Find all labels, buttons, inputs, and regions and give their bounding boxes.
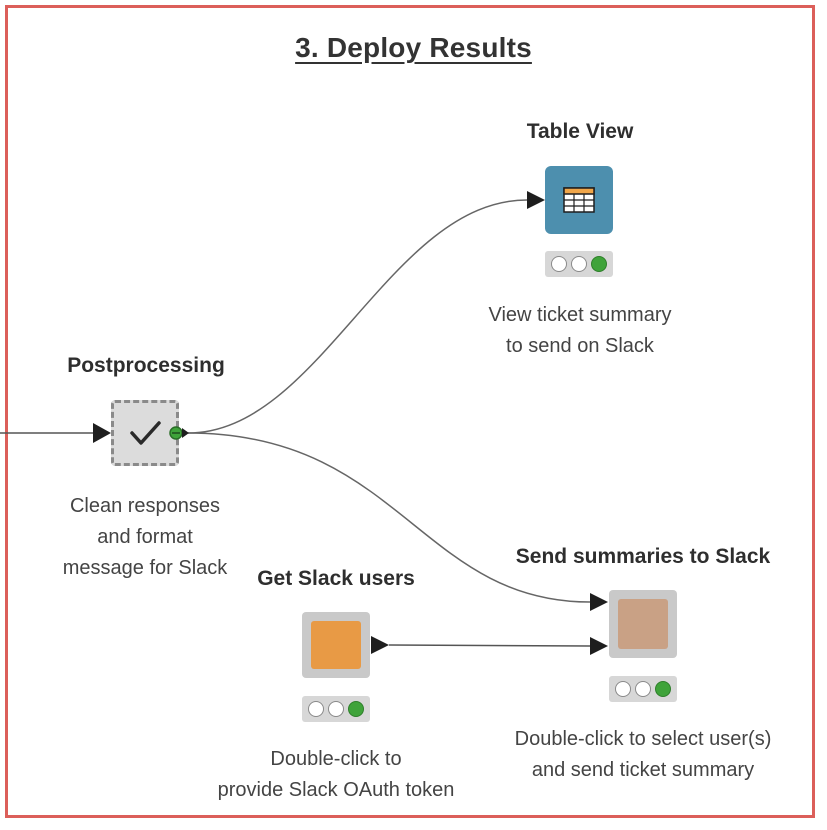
get-slack-users-title: Get Slack users: [257, 567, 415, 590]
status-light-executed: [348, 701, 364, 717]
status-light-inactive: [615, 681, 631, 697]
status-light-inactive: [571, 256, 587, 272]
description-line: Double-click to: [270, 748, 402, 770]
postprocessing-node[interactable]: [111, 400, 179, 466]
checkmark-icon: [130, 421, 161, 445]
status-light-inactive: [635, 681, 651, 697]
section-title: 3. Deploy Results: [295, 32, 532, 63]
get-slack-users-description: Double-click to provide Slack OAuth toke…: [218, 744, 455, 806]
get-slack-users-icon: [311, 621, 361, 669]
send-summaries-description: Double-click to select user(s) and send …: [515, 724, 772, 786]
description-line: and format: [97, 526, 193, 548]
postprocessing-description: Clean responses and format message for S…: [63, 491, 228, 584]
status-light-executed: [591, 256, 607, 272]
output-port-postprocessing[interactable]: [169, 425, 189, 441]
status-light-executed: [655, 681, 671, 697]
send-summaries-status: [609, 676, 677, 702]
send-summaries-icon: [618, 599, 668, 649]
status-light-inactive: [551, 256, 567, 272]
send-summaries-node[interactable]: [609, 590, 677, 658]
status-light-inactive: [308, 701, 324, 717]
description-line: Clean responses: [69, 495, 221, 517]
input-port-postprocessing[interactable]: [93, 423, 111, 443]
description-line: to send on Slack: [506, 335, 654, 357]
input-port-send-2[interactable]: [590, 637, 608, 655]
description-line: Double-click to select user(s): [514, 728, 772, 750]
table-icon: [563, 187, 595, 213]
description-line: and send ticket summary: [531, 759, 755, 781]
get-slack-users-status: [302, 696, 370, 722]
table-view-description: View ticket summary to send on Slack: [488, 300, 671, 362]
table-view-node[interactable]: [545, 166, 613, 234]
input-port-send-1[interactable]: [590, 593, 608, 611]
component-frame: [5, 5, 815, 818]
get-slack-users-node[interactable]: [302, 612, 370, 678]
description-line: provide Slack OAuth token: [217, 779, 455, 801]
description-line: message for Slack: [62, 557, 228, 579]
status-light-inactive: [328, 701, 344, 717]
output-port-get-slack-users[interactable]: [371, 636, 389, 654]
send-summaries-title: Send summaries to Slack: [515, 545, 771, 568]
description-line: View ticket summary: [488, 304, 672, 326]
table-view-title: Table View: [526, 120, 634, 143]
postprocessing-title: Postprocessing: [67, 354, 225, 377]
connection-postprocessing-send[interactable]: [187, 432, 591, 603]
connection-postprocessing-tableview[interactable]: [187, 199, 528, 434]
input-port-tableview[interactable]: [527, 191, 545, 209]
table-view-status: [545, 251, 613, 277]
connection-getusers-send[interactable]: [388, 644, 591, 647]
